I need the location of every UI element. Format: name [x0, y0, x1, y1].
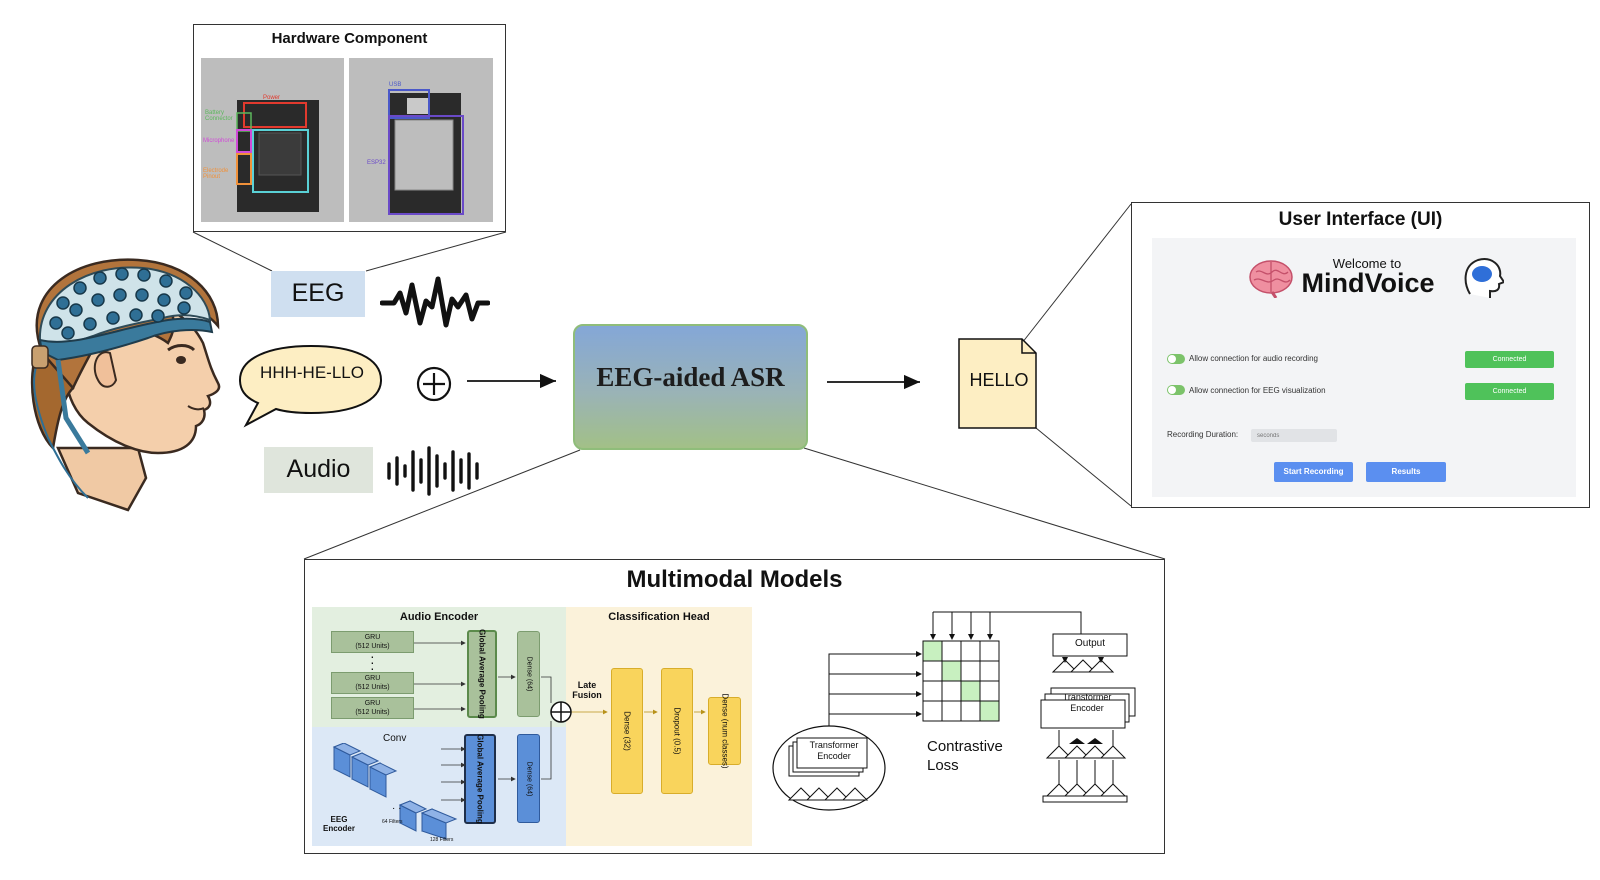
welcome-text: Welcome to [1332, 256, 1402, 271]
output-note-text: HELLO [969, 370, 1029, 390]
svg-text:· ·: · · [392, 803, 401, 814]
audio-global-pooling: Global Average Pooling [467, 629, 497, 719]
eeg-global-pooling: Global Average Pooling [464, 734, 496, 824]
dense-num-classes: Dense (num classes) [708, 693, 741, 769]
pcb-label-power: Power [263, 95, 281, 101]
conv-blocks-icon: · · [332, 743, 458, 840]
duration-label: Recording Duration: [1167, 430, 1239, 439]
pcb-front-photo: Power Battery Connector Microphone Elect… [201, 58, 344, 222]
eeg-toggle[interactable] [1167, 385, 1185, 395]
pcb-back-icon [388, 89, 464, 215]
dropout-layer: Dropout (0.5) [661, 668, 693, 794]
gru-layer-1: GRU(512 Units) [331, 631, 414, 653]
classification-head-title: Classification Head [608, 611, 710, 623]
contrastive-loss-label: Contrastive Loss [927, 738, 1003, 774]
output-note-icon [958, 338, 1037, 429]
hardware-component-panel: Hardware Component Power Battery Connect… [193, 24, 506, 232]
audio-label: Audio [264, 447, 373, 493]
results-button[interactable]: Results [1366, 462, 1446, 482]
multimodal-title: Multimodal Models [626, 566, 843, 593]
eeg-aided-asr-box: EEG-aided ASR [573, 324, 808, 450]
brain-icon [1249, 260, 1293, 298]
audio-toggle[interactable] [1167, 354, 1185, 364]
gru-layer-3: GRU(512 Units) [331, 697, 414, 719]
gru-layer-2: GRU(512 Units) [331, 672, 414, 694]
pcb-back-photo: USB ESP32 [349, 58, 493, 222]
user-interface-panel: User Interface (UI) Welcome to MindVoice… [1131, 202, 1590, 508]
duration-input[interactable] [1251, 429, 1337, 442]
multimodal-arrows [414, 640, 706, 803]
late-fusion-label: Late Fusion [566, 680, 608, 700]
ui-title: User Interface (UI) [1278, 209, 1443, 230]
filters-128-label: 128 Filters [430, 837, 454, 843]
head-brain-icon [1464, 258, 1504, 298]
hardware-title: Hardware Component [271, 30, 428, 47]
classification-head-zone: Classification Head Dense (32) Dropout (… [566, 607, 752, 846]
conv-label: Conv [383, 733, 407, 744]
pcb-label-microphone: Microphone [203, 138, 235, 144]
eeg-encoder-zone: Conv · · 64 Filters 128 Filters EEG Enco… [312, 727, 566, 846]
eeg-row-label: Allow connection for EEG visualization [1189, 386, 1326, 395]
eeg-waveform-icon [380, 276, 490, 328]
brand-name: MindVoice [1301, 268, 1435, 298]
eeg-aided-asr-label: EEG-aided ASR [596, 362, 785, 392]
speech-bubble-text: HHH-HE-LLO [260, 363, 364, 382]
audio-dense-64: Dense (64) [517, 631, 540, 717]
contrastive-learning-diagram [772, 611, 1136, 811]
dense-32: Dense (32) [611, 668, 643, 794]
eeg-dense-64: Dense (64) [517, 734, 540, 823]
pcb-label-usb: USB [389, 82, 402, 88]
audio-encoder-zone: Audio Encoder GRU(512 Units) ··· GRU(512… [312, 607, 566, 727]
pcb-front-icon [236, 100, 319, 212]
transformer-encoder-left: Transformer Encoder [809, 740, 859, 761]
audio-encoder-title: Audio Encoder [399, 611, 479, 623]
speech-bubble-icon [238, 344, 383, 428]
pcb-label-electrode: Electrode Pinout [203, 168, 229, 180]
eeg-connected-button[interactable]: Connected [1465, 383, 1554, 400]
transformer-encoder-right: Transformer Encoder [1062, 692, 1112, 713]
plus-circle-icon [416, 366, 452, 402]
audio-row-label: Allow connection for audio recording [1189, 354, 1318, 363]
mindvoice-app-window: Welcome to MindVoice Allow connection fo… [1152, 238, 1576, 497]
audio-connected-button[interactable]: Connected [1465, 351, 1554, 368]
pcb-label-esp32: ESP32 [367, 160, 386, 166]
multimodal-models-panel: Multimodal Models Audio Encoder GRU(512 … [304, 559, 1165, 854]
start-recording-button[interactable]: Start Recording [1274, 462, 1353, 482]
output-block: Output [1074, 638, 1106, 649]
eeg-encoder-title: EEG Encoder [322, 815, 355, 833]
head-with-eeg-cap-illustration [30, 258, 221, 512]
pcb-label-battery: Battery Connector [205, 110, 233, 122]
audio-waveform-icon [387, 446, 479, 496]
filters-64-label: 64 Filters [382, 819, 403, 825]
eeg-label: EEG [271, 271, 365, 317]
gru-ellipsis: ··· [370, 648, 375, 676]
